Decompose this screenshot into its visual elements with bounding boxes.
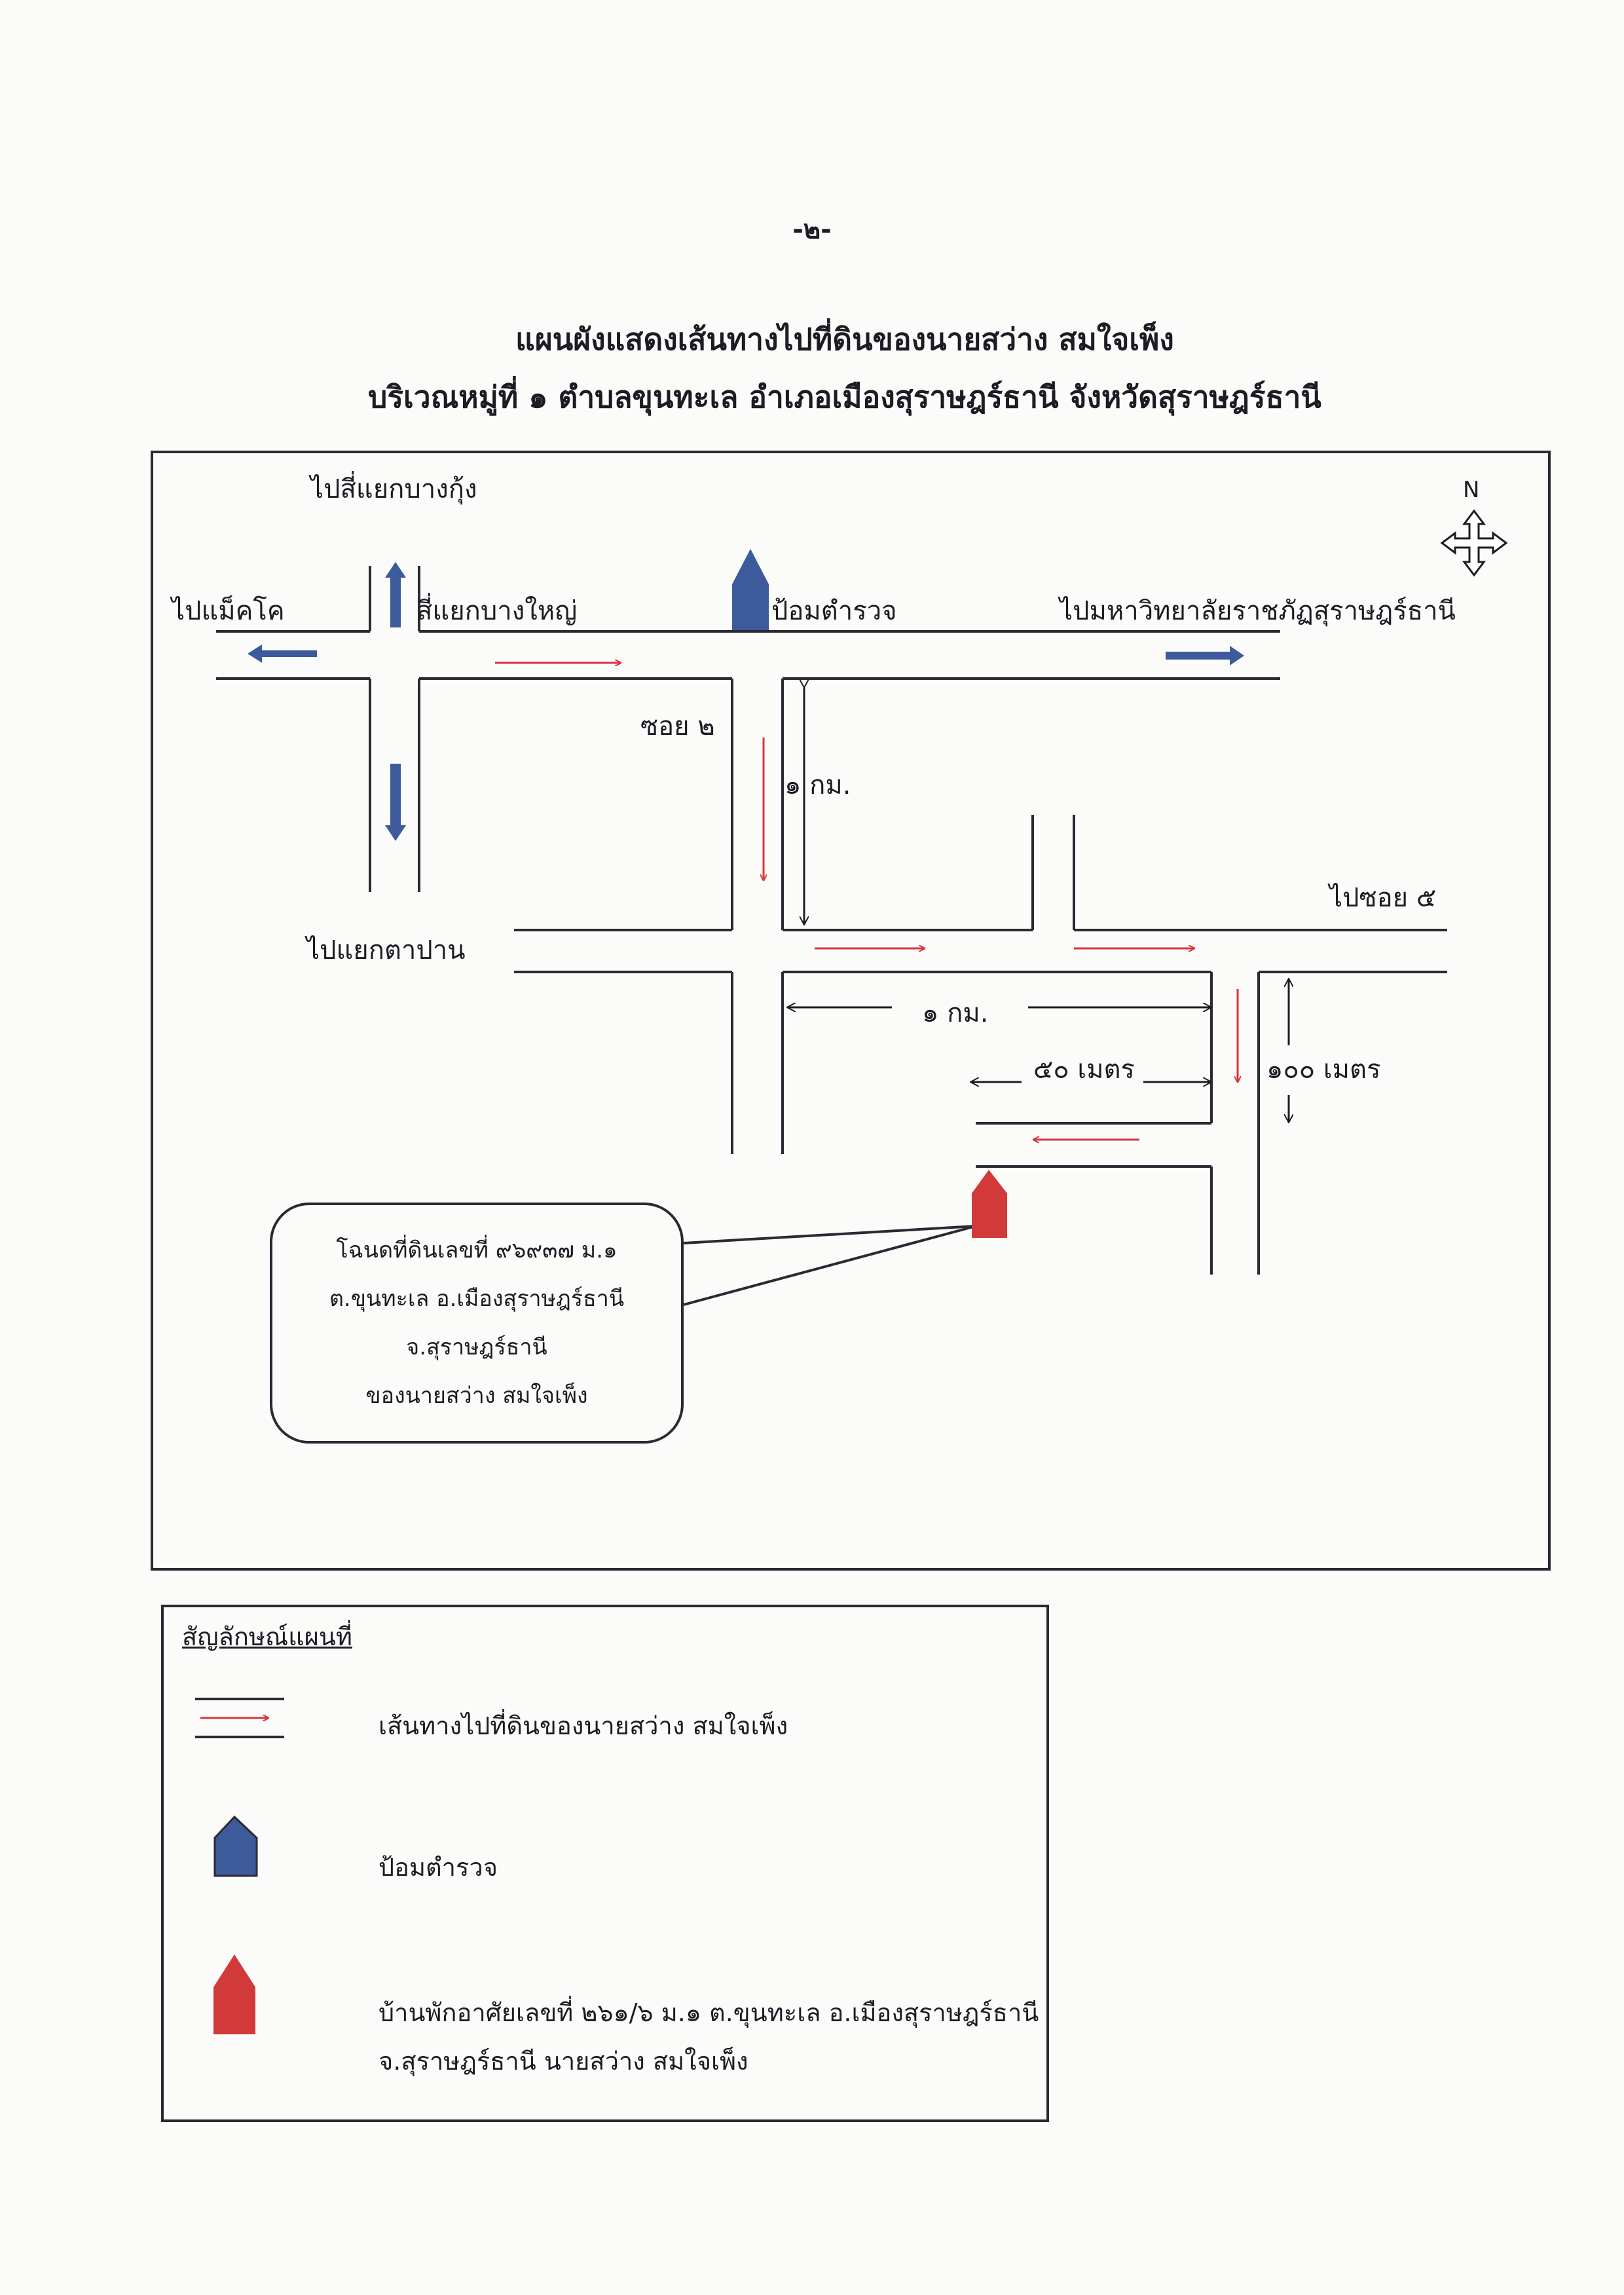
label-soi-2: ซอย ๒ (640, 711, 715, 741)
roads (216, 566, 1447, 1275)
legend-box (161, 1605, 1049, 2122)
legend-house-label-1: บ้านพักอาศัยเลขที่ ๒๖๑/๖ ม.๑ ต.ขุนทะเล อ… (378, 1998, 1039, 2027)
callout-line-3: จ.สุราษฎร์ธานี (406, 1334, 547, 1360)
arrow-down-icon (385, 764, 406, 841)
label-to-university: ไปมหาวิทยาลัยราชภัฏสุราษฎร์ธานี (1060, 596, 1456, 626)
arrow-up-icon (385, 562, 406, 627)
traffic-arrows (248, 562, 1244, 841)
page-number: -๒- (792, 215, 832, 245)
callout-pointer (683, 1225, 976, 1306)
callout-line-1: โฉนดที่ดินเลขที่ ๙๖๙๓๗ ม.๑ (336, 1237, 618, 1263)
legend-route-label: เส้นทางไปที่ดินของนายสว่าง สมใจเพ็ง (378, 1711, 788, 1740)
label-to-soi-5: ไปซอย ๕ (1329, 883, 1437, 913)
title-line-1: แผนผังแสดงเส้นทางไปที่ดินของนายสว่าง สมใ… (515, 322, 1174, 357)
title-line-2: บริเวณหมู่ที่ ๑ ตำบลขุนทะเล อำเภอเมืองสุ… (368, 379, 1321, 415)
label-to-ta-pan: ไปแยกตาปาน (306, 935, 466, 965)
label-bang-yai-junction: สี่แยกบางใหญ่ (416, 596, 578, 626)
legend-route-symbol (195, 1698, 284, 1738)
route-arrows (495, 663, 1238, 1140)
legend-police-icon (213, 1815, 258, 1877)
callout-line-2: ต.ขุนทะเล อ.เมืองสุราษฎร์ธานี (329, 1286, 625, 1312)
callout-line-4: ของนายสว่าง สมใจเพ็ง (365, 1383, 588, 1409)
arrow-left-icon (248, 644, 317, 663)
land-deed-callout: โฉนดที่ดินเลขที่ ๙๖๙๓๗ ม.๑ ต.ขุนทะเล อ.เ… (270, 1203, 684, 1444)
compass-north-label: N (1463, 477, 1480, 503)
arrow-right-icon (1166, 646, 1244, 665)
legend-police-label: ป้อมตำรวจ (378, 1853, 498, 1882)
label-100m: ๑๐๐ เมตร (1266, 1054, 1381, 1085)
label-police-box: ป้อมตำรวจ (771, 596, 897, 626)
police-box-marker (732, 549, 769, 630)
dimension-arrows (787, 688, 1289, 1123)
house-marker (972, 1170, 1007, 1238)
compass-icon (1440, 509, 1508, 577)
label-50m: ๕๐ เมตร (1033, 1054, 1135, 1085)
legend-title: สัญลักษณ์แผนที่ (182, 1622, 352, 1651)
legend-house-icon (213, 1954, 255, 2034)
label-1km-horizontal: ๑ กม. (922, 998, 989, 1028)
map-frame (151, 451, 1551, 1571)
label-to-bang-kung: ไปสี่แยกบางกุ้ง (310, 474, 477, 504)
legend-house-label-2: จ.สุราษฎร์ธานี นายสว่าง สมใจเพ็ง (378, 2047, 748, 2076)
label-to-makro: ไปแม็คโค (172, 596, 285, 626)
label-1km-vertical: ๑ กม. (784, 770, 851, 800)
